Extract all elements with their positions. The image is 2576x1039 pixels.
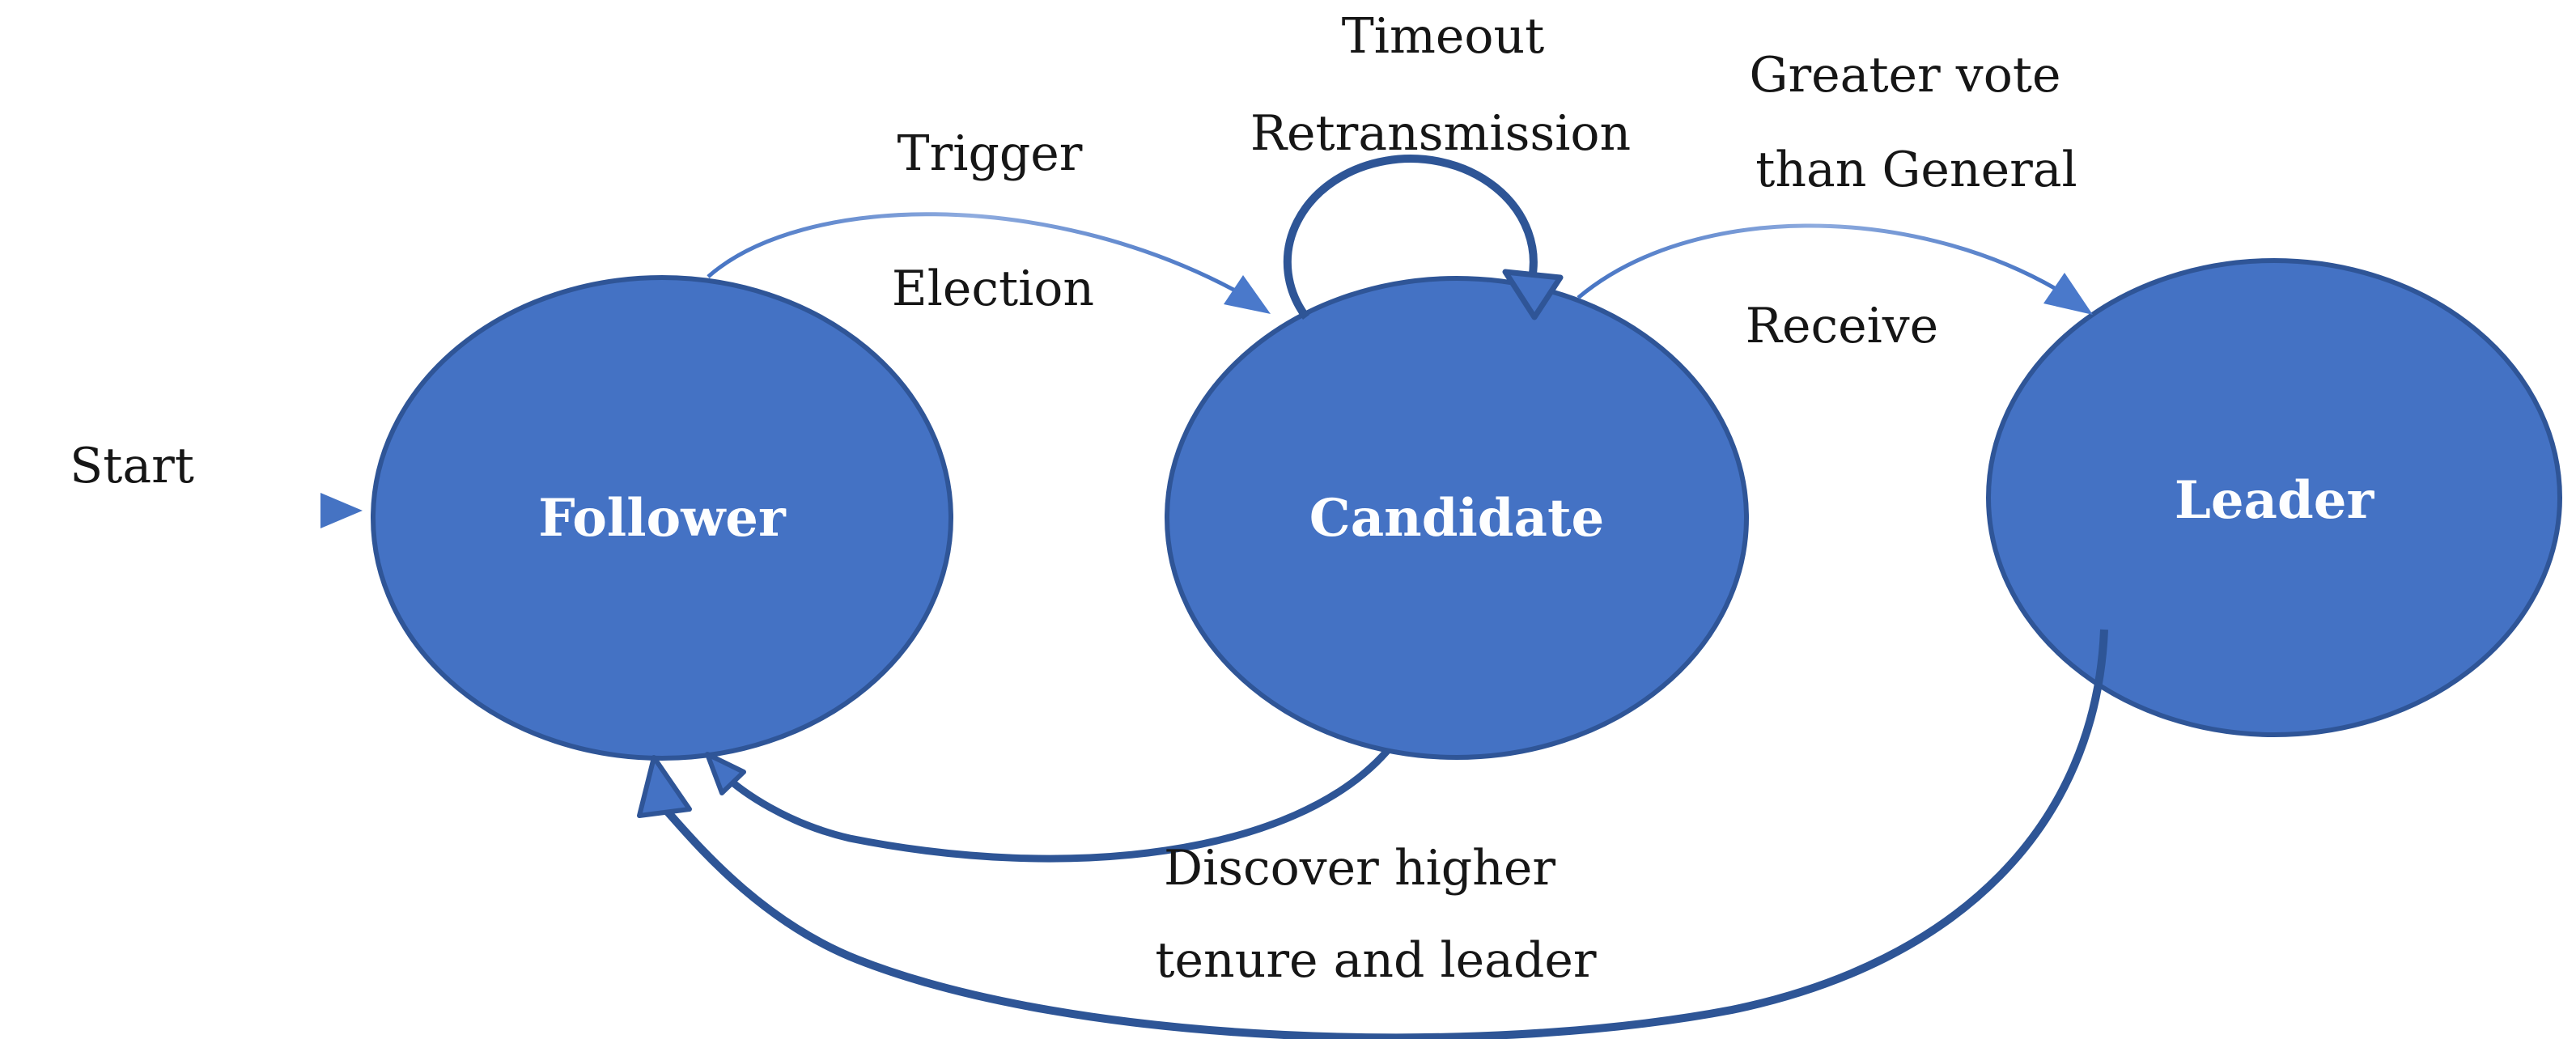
discover-higher-label-line2: tenure and leader (1155, 932, 1596, 989)
edge-follower-to-candidate-arrowhead-icon (1224, 275, 1271, 314)
edge-follower-to-candidate (707, 212, 1238, 294)
state-node-follower (371, 275, 953, 761)
state-node-leader (1986, 258, 2562, 737)
edge-candidate-to-leader-arrowhead-icon (2043, 273, 2093, 315)
timeout-retransmission-label-line2: Retransmission (1250, 105, 1631, 162)
discover-higher-label-line1: Discover higher (1164, 840, 1555, 897)
edge-candidate-to-follower-arrowhead-icon (705, 752, 746, 795)
greater-vote-label-line1: Greater vote (1750, 47, 2061, 104)
trigger-election-label-line1: Trigger (898, 125, 1083, 182)
edge-leader-to-follower (662, 629, 2108, 1039)
node-label-candidate: Candidate (1309, 488, 1605, 549)
edge-leader-to-follower-arrowhead-icon (637, 755, 692, 818)
node-label-leader: Leader (2175, 470, 2375, 531)
trigger-election-label-line2: Election (892, 261, 1094, 317)
edge-candidate-to-leader (1577, 223, 2059, 299)
node-label-follower: Follower (538, 488, 787, 549)
receive-label: Receive (1746, 298, 1938, 354)
edge-candidate-to-follower (721, 749, 1390, 863)
edge-candidate-self-loop (1283, 155, 1538, 320)
state-node-candidate (1165, 276, 1749, 760)
timeout-retransmission-label-line1: Timeout (1342, 8, 1545, 65)
edge-candidate-self-loop-arrowhead-icon (1502, 269, 1564, 320)
start-arrowhead-icon (320, 493, 363, 528)
start-label: Start (70, 438, 194, 494)
greater-vote-label-line2: than General (1755, 142, 2077, 198)
